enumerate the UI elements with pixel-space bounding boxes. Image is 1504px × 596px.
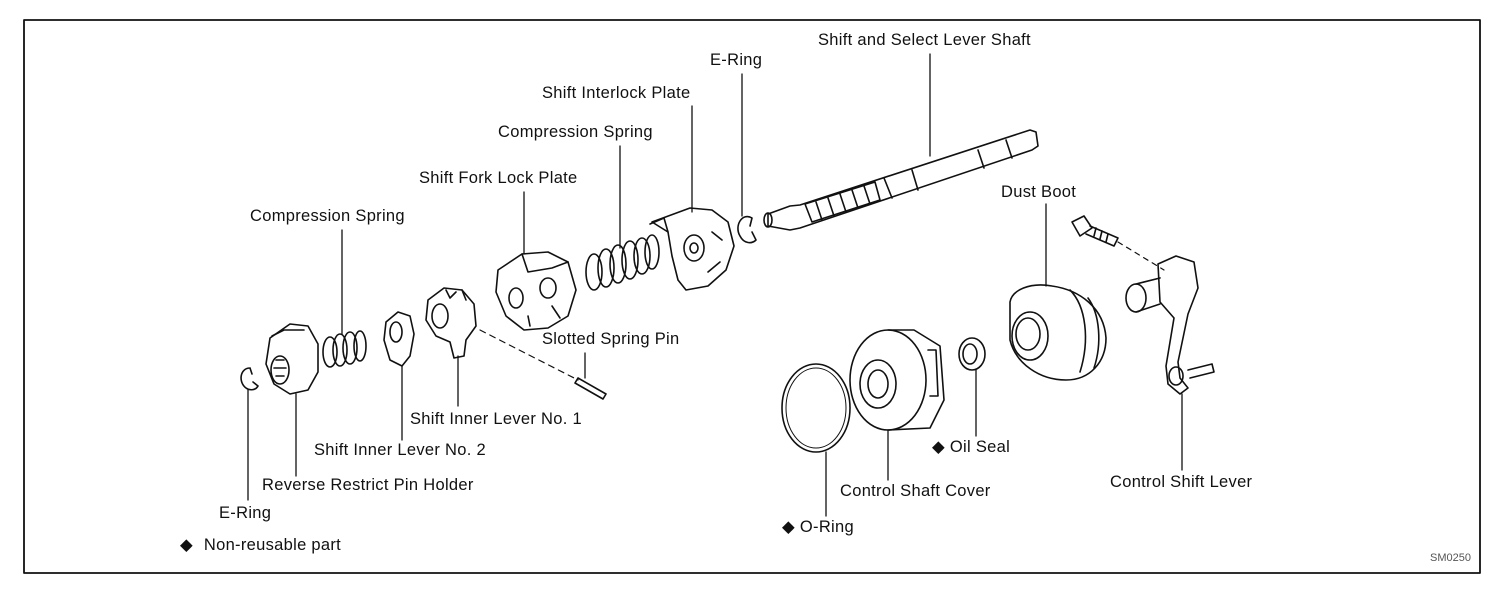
non-reusable-marker: ◆ (782, 518, 795, 536)
label-o-ring: ◆ O-Ring (782, 517, 854, 537)
shift-interlock-plate (649, 207, 735, 291)
leader-lines (247, 53, 1183, 517)
e-ring-bottom (240, 367, 259, 391)
label-shift-inner-lever-no2: Shift Inner Lever No. 2 (314, 441, 486, 459)
oil-seal (958, 337, 986, 371)
label-oil-seal-text: Oil Seal (949, 438, 1011, 456)
reverse-restrict-pin-holder (265, 323, 319, 395)
control-shaft-cover (849, 329, 945, 431)
label-oil-seal: ◆ Oil Seal (932, 437, 1010, 457)
label-shift-fork-lock-plate: Shift Fork Lock Plate (419, 169, 578, 187)
e-ring-top (737, 215, 757, 244)
control-shift-lever (1125, 255, 1215, 395)
shift-inner-lever-no2 (383, 311, 415, 367)
legend-marker: ◆ (180, 536, 193, 554)
slotted-spring-pin (574, 377, 607, 400)
legend-text: Non-reusable part (203, 536, 342, 554)
label-e-ring-bottom: E-Ring (219, 504, 272, 522)
compression-spring-left (322, 330, 367, 368)
label-control-shaft-cover: Control Shaft Cover (840, 482, 991, 500)
shift-fork-lock-plate (495, 251, 577, 331)
diagram-frame (23, 19, 1481, 574)
o-ring (781, 363, 851, 453)
shift-inner-lever-no1 (425, 287, 477, 359)
bolt (1071, 215, 1119, 247)
pin-alignment-line (479, 329, 579, 381)
figure-code: SM0250 (1430, 552, 1471, 564)
label-compression-spring-left: Compression Spring (250, 207, 405, 225)
label-o-ring-text: O-Ring (799, 518, 854, 536)
label-control-shift-lever: Control Shift Lever (1110, 473, 1253, 491)
non-reusable-marker: ◆ (932, 438, 945, 456)
shift-select-lever-shaft (763, 129, 1039, 231)
bolt-alignment-line (1117, 241, 1165, 271)
dust-boot (1009, 284, 1107, 381)
label-reverse-restrict-pin-holder: Reverse Restrict Pin Holder (262, 476, 474, 494)
label-shift-inner-lever-no1: Shift Inner Lever No. 1 (410, 410, 582, 428)
label-shift-select-lever-shaft: Shift and Select Lever Shaft (818, 31, 1031, 49)
legend: ◆ Non-reusable part (180, 535, 341, 555)
label-dust-boot: Dust Boot (1001, 183, 1077, 201)
label-shift-interlock-plate: Shift Interlock Plate (542, 84, 691, 102)
compression-spring-top (585, 234, 660, 291)
label-compression-spring-top: Compression Spring (498, 123, 653, 141)
label-e-ring-top: E-Ring (710, 51, 763, 69)
label-slotted-spring-pin: Slotted Spring Pin (542, 330, 680, 348)
